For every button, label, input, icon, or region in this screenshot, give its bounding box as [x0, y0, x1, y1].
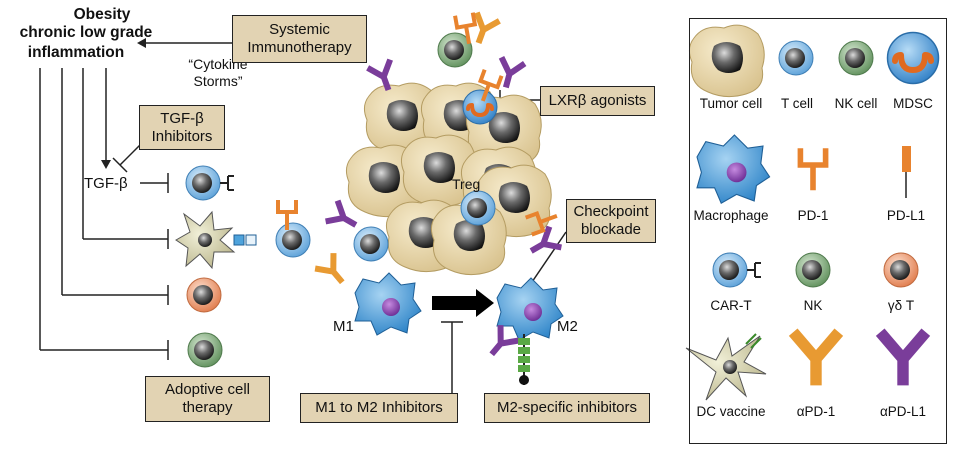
m2-label: M2: [557, 318, 578, 335]
tgfb-inhibitors-line-1: TGF-β: [160, 109, 204, 127]
treg-label: Treg: [452, 176, 481, 192]
lxr-agonists-box: LXRβ agonists: [540, 86, 655, 116]
m1-macrophage: [354, 272, 422, 336]
lxr-line: LXRβ agonists: [548, 92, 647, 109]
legend-nk2-label: NK: [803, 298, 823, 313]
legend-dc-label: DC vaccine: [696, 404, 766, 419]
m2-macrophage: [496, 277, 564, 341]
dc-tcell-synapse: [233, 198, 311, 258]
mdsc-cell: [461, 88, 499, 126]
legend-icons: [685, 24, 939, 401]
checkpoint-line-2: blockade: [580, 221, 642, 238]
cytokine-storms-line-2: Storms”: [193, 73, 243, 89]
m1m2-line: M1 to M2 Inhibitors: [315, 399, 443, 416]
legend-pd1-label: PD-1: [797, 208, 829, 223]
tgfb-inhibitors-line-2: Inhibitors: [151, 127, 213, 145]
legend-nk-label: NK cell: [834, 96, 878, 111]
connector-lines: [39, 42, 567, 395]
adoptive-line-2: therapy: [182, 399, 233, 416]
legend-cart-label: CAR-T: [710, 298, 752, 313]
title-line-2: chronic low grade: [19, 24, 153, 41]
legend-apd1-label: αPD-1: [796, 404, 836, 419]
legend-gdt-label: γδ T: [887, 298, 915, 313]
treg-cell: [460, 190, 496, 226]
systemic-line-1: Systemic: [269, 21, 330, 38]
title-line-1: Obesity: [73, 6, 131, 23]
legend-tumor-label: Tumor cell: [699, 96, 763, 111]
m1-label: M1: [333, 318, 354, 335]
m2-inhibitor-chain: [518, 334, 530, 385]
legend-cart-icon: [712, 252, 761, 288]
legend-tcell-label: T cell: [780, 96, 813, 111]
t-cell: [353, 226, 389, 262]
systemic-line-2: Immunotherapy: [247, 39, 352, 56]
m1-to-m2-inhibitors-box: M1 to M2 Inhibitors: [300, 393, 458, 423]
m2-specific-inhibitors-box: M2-specific inhibitors: [484, 393, 650, 423]
adoptive-line-1: Adoptive cell: [164, 381, 251, 398]
car-t-cell: [185, 165, 234, 201]
legend-pdl1-icon: [902, 146, 911, 198]
checkpoint-line-1: Checkpoint: [573, 203, 649, 220]
legend-mdsc-label: MDSC: [893, 96, 933, 111]
nk-cell: [187, 332, 223, 368]
m2specific-line: M2-specific inhibitors: [496, 399, 638, 416]
tgfb-label: TGF-β: [84, 175, 128, 192]
apdl1-antibody-m2: [483, 325, 519, 362]
apd1-antibody-left: [315, 253, 351, 290]
legend-frame: [689, 18, 947, 444]
legend-macrophage-label: Macrophage: [693, 208, 769, 223]
title-line-3: inflammation: [27, 44, 125, 61]
legend-apdl1-label: αPD-L1: [879, 404, 927, 419]
dc-vaccine-cell: [175, 210, 236, 270]
legend-dc-icon: [685, 333, 767, 401]
legend-pdl1-label: PD-L1: [886, 208, 926, 223]
gamma-delta-t-cell: [186, 277, 222, 313]
